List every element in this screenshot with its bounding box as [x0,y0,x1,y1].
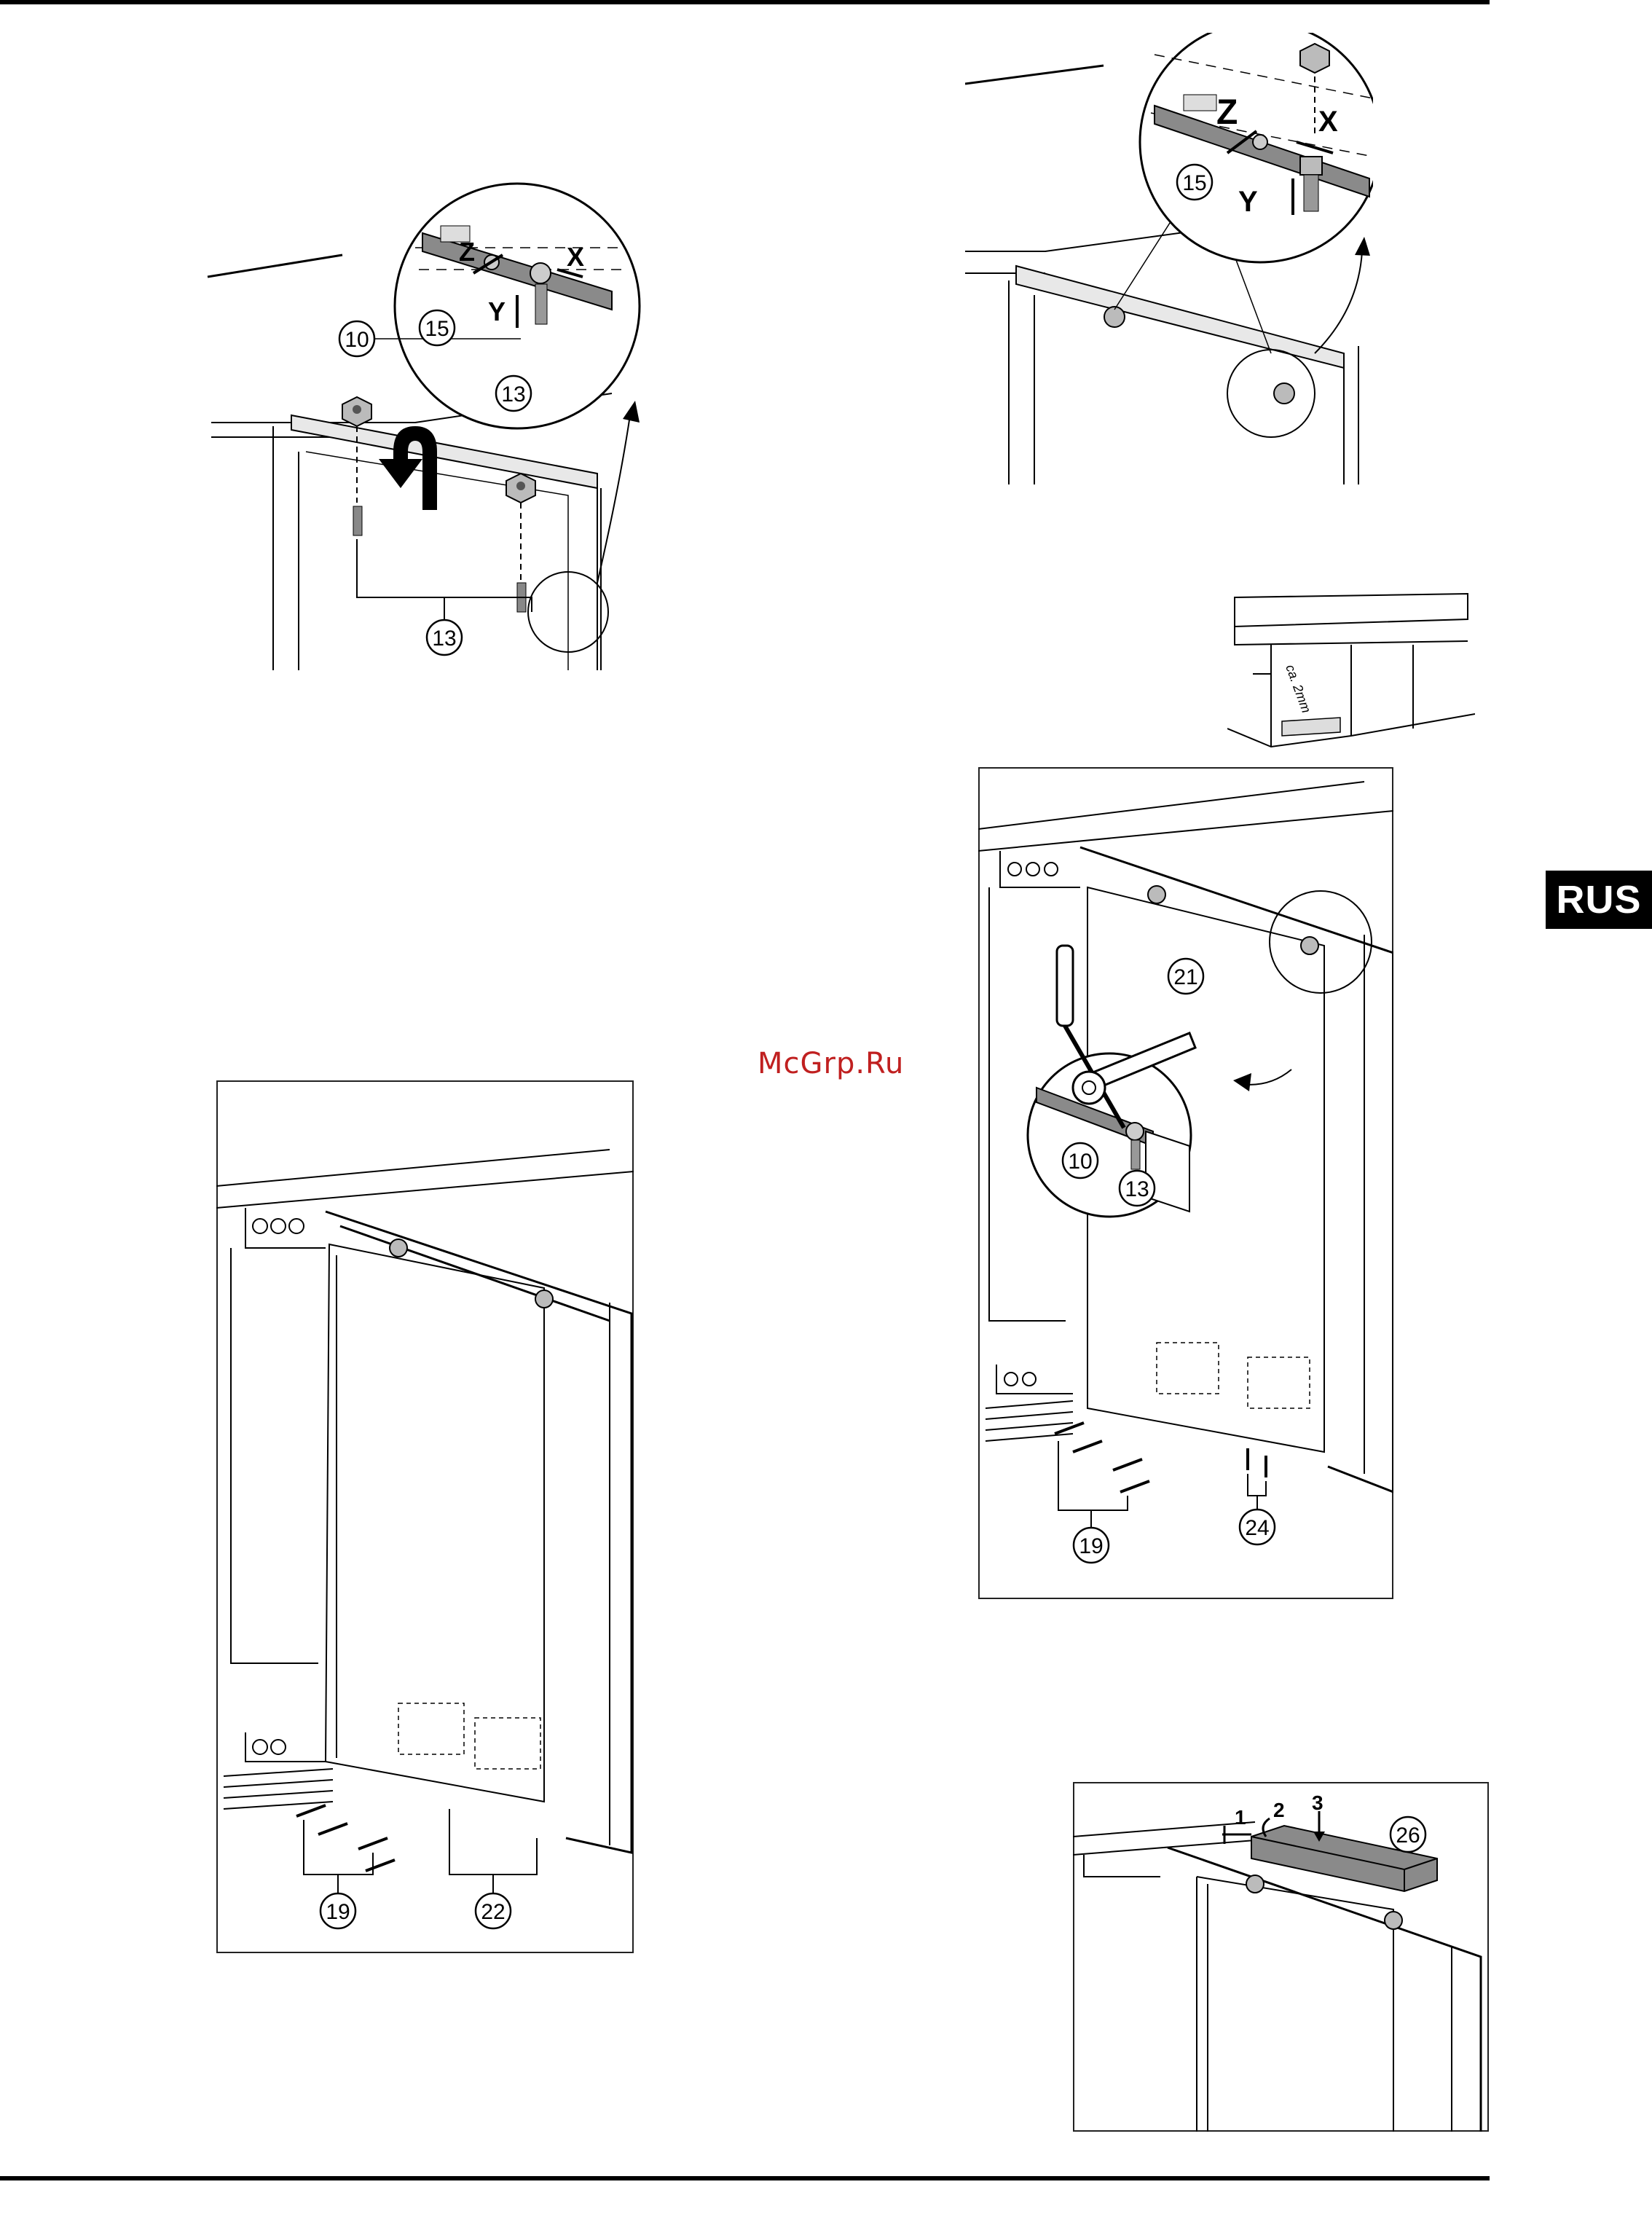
nut-left-icon [342,397,371,426]
callout-15: 15 [1177,165,1212,200]
step-2-label: 2 [1273,1799,1285,1821]
axis-y-label: Y [488,297,506,326]
detail-zoom-circle: Z X Y [1140,33,1373,262]
watermark-text: McGrp.Ru [758,1047,904,1080]
callout-24: 24 [1240,1510,1275,1544]
callout-10: 10 [1063,1143,1098,1178]
figure-door-fixing-left-art: 19 22 [216,1080,634,1953]
axis-x-label: X [567,242,584,272]
figure-hinge-adjust-right: Z X Y 15 [965,33,1373,484]
svg-text:19: 19 [1079,1534,1103,1558]
callout-21: 21 [1168,959,1203,994]
svg-text:19: 19 [326,1900,350,1924]
callout-13-detail: 13 [496,376,531,411]
svg-text:13: 13 [432,627,456,651]
axis-x-label: X [1318,106,1338,138]
callout-22: 22 [476,1893,511,1928]
callout-26: 26 [1391,1817,1425,1852]
svg-text:21: 21 [1173,965,1197,989]
svg-text:10: 10 [345,328,369,352]
bottom-rule [0,2176,1490,2180]
svg-text:15: 15 [425,317,449,341]
gap-dimension-label: ca. 2mm [1283,663,1313,715]
svg-text:13: 13 [1125,1177,1149,1201]
svg-text:13: 13 [501,382,525,407]
figure-door-fixing-right-art: 21 10 13 19 24 [978,767,1393,1599]
svg-text:26: 26 [1396,1824,1420,1848]
svg-text:24: 24 [1245,1516,1269,1540]
step-3-label: 3 [1312,1791,1323,1814]
top-rule [0,0,1490,4]
callout-13: 13 [427,620,462,655]
callout-19: 19 [1074,1528,1109,1563]
figure-gap-dimension: ca. 2mm [1227,583,1475,758]
callout-19: 19 [320,1893,355,1928]
figure-cover-strip-art: 1 2 3 26 [1073,1782,1489,2132]
svg-text:22: 22 [481,1900,505,1924]
screw-icon [296,1805,395,1871]
callout-15: 15 [420,310,455,345]
axis-y-label: Y [1238,186,1258,218]
svg-text:15: 15 [1182,171,1206,195]
language-badge: RUS [1546,871,1652,929]
svg-text:10: 10 [1068,1150,1092,1174]
step-1-label: 1 [1235,1806,1246,1829]
nut-right-icon [506,474,535,503]
axis-z-label: Z [1216,93,1238,132]
callout-13: 13 [1120,1171,1155,1206]
axis-z-label: Z [459,237,475,267]
figure-hinge-adjust-left: Z X Y 10 15 13 13 [204,175,656,670]
